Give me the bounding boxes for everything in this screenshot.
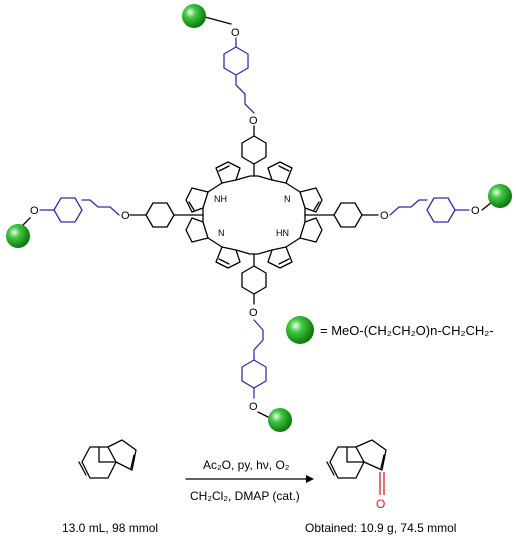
oxygen-label-right: O	[380, 210, 389, 222]
nh-label-top: NH	[214, 194, 227, 204]
right-arm: O O	[304, 184, 512, 228]
reagents-top: Ac₂O, py, hν, O₂	[203, 458, 290, 472]
porphyrin-core: NH N N HN	[185, 161, 323, 269]
peg-legend: = MeO-(CH₂CH₂O)n-CH₂CH₂-	[286, 316, 494, 344]
legend-sphere	[286, 316, 314, 344]
starting-material-structure	[78, 439, 137, 479]
top-arm: O O	[182, 4, 267, 177]
peg-sphere-right	[488, 184, 512, 208]
oxygen-label-left-ether: O	[30, 205, 39, 217]
oxygen-label-bottom-ether: O	[249, 401, 258, 413]
product-label: Obtained: 10.9 g, 74.5 mmol	[305, 521, 456, 535]
reaction-scheme: 13.0 mL, 98 mmol Ac₂O, py, hν, O₂ CH₂Cl₂…	[62, 439, 456, 535]
peg-sphere-top	[182, 4, 206, 28]
hn-label-bottom: HN	[276, 228, 289, 238]
oxygen-label-top: O	[249, 115, 258, 127]
peg-sphere-left	[6, 224, 30, 248]
peg-sphere-bottom	[268, 408, 292, 432]
oxygen-label-right-ether: O	[471, 205, 480, 217]
left-arm: O O	[6, 197, 204, 248]
legend-text: = MeO-(CH₂CH₂O)n-CH₂CH₂-	[320, 323, 494, 338]
oxygen-label-top-ether: O	[231, 27, 240, 39]
reaction-arrow	[185, 475, 314, 483]
n-label-top: N	[284, 194, 291, 204]
starting-material-label: 13.0 mL, 98 mmol	[62, 521, 158, 535]
bottom-arm: O O	[241, 253, 292, 432]
oxygen-label-left: O	[121, 210, 130, 222]
product-structure	[326, 439, 387, 495]
oxygen-label-bottom: O	[249, 307, 258, 319]
product-oxygen-label: O	[376, 497, 385, 511]
n-label-bottom: N	[218, 228, 225, 238]
reagents-bottom: CH₂Cl₂, DMAP (cat.)	[190, 489, 300, 503]
